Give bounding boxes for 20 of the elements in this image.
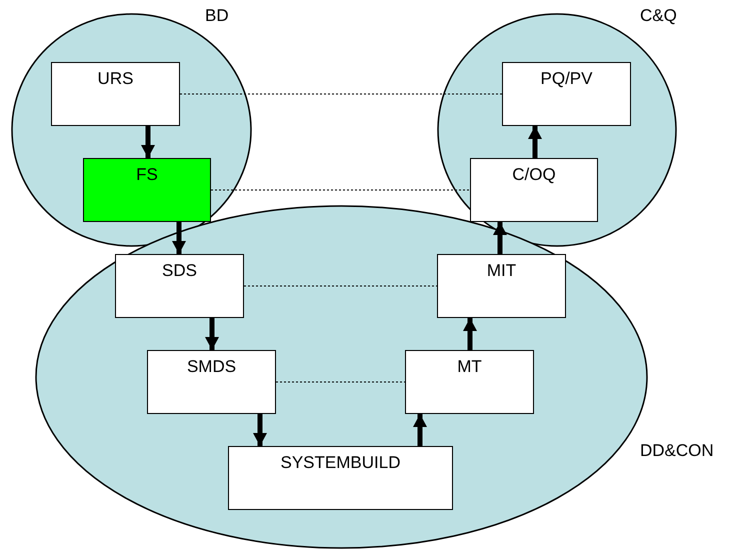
- phase-label: C&Q: [640, 6, 677, 26]
- process-box: C/OQ: [470, 158, 598, 222]
- process-box: SDS: [115, 254, 244, 318]
- phase-label: DD&CON: [640, 441, 714, 461]
- process-box: FS: [83, 158, 211, 222]
- arrow: [141, 126, 155, 158]
- process-box: MT: [405, 350, 534, 414]
- process-box: URS: [51, 62, 180, 126]
- arrow: [463, 318, 477, 350]
- process-box: MIT: [437, 254, 566, 318]
- arrow: [493, 222, 507, 254]
- arrow: [528, 126, 542, 158]
- arrow: [253, 414, 267, 446]
- arrow: [205, 318, 219, 350]
- arrow: [172, 222, 186, 254]
- arrow: [413, 414, 427, 446]
- process-box: SMDS: [147, 350, 276, 414]
- process-box: SYSTEMBUILD: [228, 446, 453, 510]
- process-box: PQ/PV: [502, 62, 631, 126]
- phase-label: BD: [205, 6, 229, 26]
